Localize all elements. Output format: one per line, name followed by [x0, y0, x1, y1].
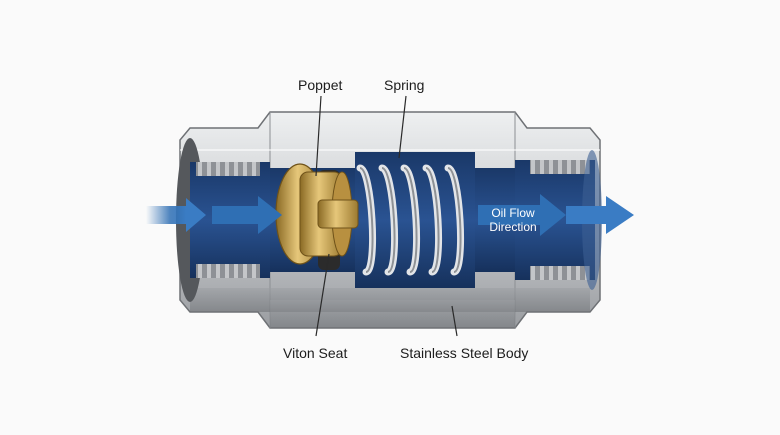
spring-leader [398, 95, 407, 159]
inlet-flow-arrows [146, 196, 282, 234]
viton-seat-leader [315, 253, 330, 337]
poppet [275, 163, 359, 265]
body-leader [451, 305, 458, 337]
flow-direction-line1: Oil Flow [491, 206, 535, 220]
flow-direction-label: Oil Flow Direction [478, 206, 548, 234]
outlet-flow-arrows [478, 194, 634, 236]
poppet-leader [315, 95, 322, 177]
poppet-label: Poppet [298, 77, 343, 93]
body-label: Stainless Steel Body [400, 345, 529, 361]
spring-label: Spring [384, 77, 425, 93]
viton-seat-label: Viton Seat [283, 345, 348, 361]
flow-direction-line2: Direction [489, 220, 537, 234]
leader-lines [315, 95, 458, 337]
